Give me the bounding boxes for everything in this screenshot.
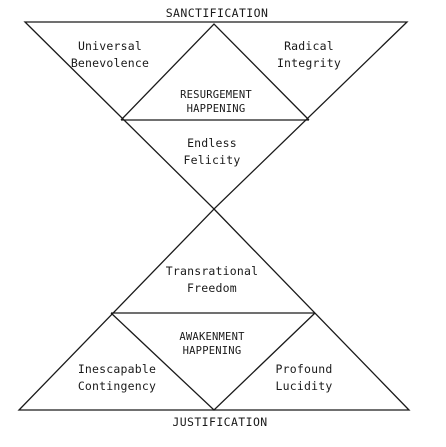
label-resurgement-happening: RESURGEMENT HAPPENING	[180, 89, 252, 115]
lower-inner-triangle	[110, 312, 316, 411]
label-awakenment-happening: AWAKENMENT HAPPENING	[179, 331, 245, 357]
label-inescapable-contingency: Inescapable Contingency	[77, 362, 157, 393]
label-universal-benevolence: Universal Benevolence	[70, 39, 150, 70]
bottom-label-justification: JUSTIFICATION	[172, 415, 268, 429]
upper-inverted-triangle	[23, 21, 409, 210]
label-transrational-freedom: Transrational Freedom	[165, 264, 259, 295]
label-profound-lucidity: Profound Lucidity	[275, 362, 333, 393]
label-radical-integrity: Radical Integrity	[276, 39, 342, 70]
top-label-sanctification: SANCTIFICATION	[165, 6, 269, 20]
upper-inner-triangle	[120, 23, 310, 121]
label-endless-felicity: Endless Felicity	[183, 136, 241, 167]
